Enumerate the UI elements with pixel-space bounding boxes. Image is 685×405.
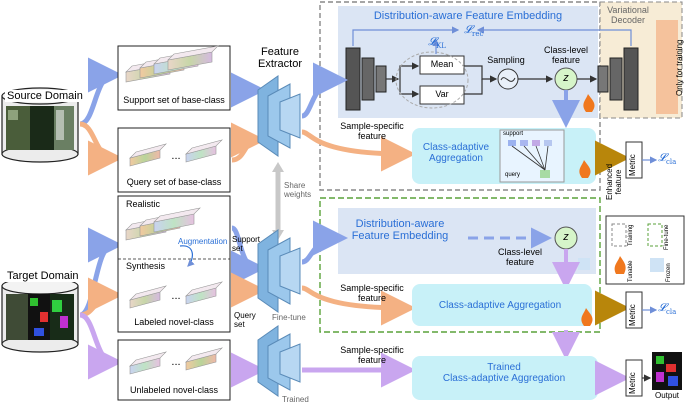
flame-icon <box>583 94 595 112</box>
feature-extractor-top <box>257 75 301 157</box>
realistic-label: Realistic <box>126 199 161 209</box>
var-box <box>419 85 465 105</box>
latent-ellipse <box>395 51 469 109</box>
labeled-novel-label: Labeled novel-class <box>134 317 214 327</box>
flame-icon-agg-mid <box>581 308 593 326</box>
fine-tune-label: Fine-tune <box>272 313 306 322</box>
synthesis-feature-prism <box>128 285 168 309</box>
class-level-feature-top: Class-level feature <box>543 45 589 65</box>
share-weights-arrow <box>272 162 284 240</box>
legend-tunable-label: Tunable <box>628 260 634 282</box>
legend-finetune-label: Fine-tune <box>664 224 670 250</box>
cls-agg-mid-label: Class-adaptive Aggregation <box>438 300 562 311</box>
flame-icon-agg-top <box>579 160 591 178</box>
unlabeled-novel-label: Unlabeled novel-class <box>129 385 219 395</box>
support-base-label: Support set of base-class <box>123 95 225 105</box>
metric-bottom-label: Metric <box>628 372 637 394</box>
aggregation-inset-graph <box>508 140 552 178</box>
mean-box <box>419 55 465 75</box>
feature-extractor-mid <box>257 229 301 313</box>
synthesis-feature-prism <box>184 281 224 305</box>
support-inset-label: support <box>503 131 524 137</box>
legend-frozen-label: Frozen <box>666 263 672 282</box>
fine-tune-frame <box>319 197 601 333</box>
frozen-icon-mid <box>578 258 590 270</box>
query-feature-prism <box>184 139 224 163</box>
source-domain-label: Source Domain <box>5 90 85 103</box>
loss-cla-top: 𝓛cla <box>658 151 677 167</box>
augmentation-label: Augmentation <box>178 237 228 246</box>
target-domain-label: Target Domain <box>5 270 81 283</box>
realistic-feature-prism <box>153 207 201 233</box>
query-set-label: Query set <box>234 311 256 329</box>
encoder-top <box>345 47 387 111</box>
legend-training-swatch <box>611 223 627 247</box>
legend-frozen-icon <box>650 258 664 272</box>
support-feature-prism <box>167 45 219 71</box>
ellipsis-labeled: ... <box>171 290 181 302</box>
sample-specific-top: Sample-specific feature <box>340 121 404 141</box>
query-feature-prism <box>128 143 168 167</box>
z-top-label: z <box>563 72 569 84</box>
legend-tunable-icon <box>614 256 626 274</box>
variational-decoder-label: Variational Decoder <box>607 5 649 25</box>
legend-training-label: Training <box>628 224 634 246</box>
only-for-training-label: Only for training <box>675 39 684 96</box>
sample-specific-bottom: Sample-specific feature <box>340 345 404 365</box>
enhanced-feature-label: Enhanced feature <box>605 163 623 200</box>
synthesis-label: Synthesis <box>126 261 166 271</box>
ellipsis-query: ... <box>171 150 181 162</box>
legend-finetune-swatch <box>647 223 663 247</box>
var-label: Var <box>435 89 449 99</box>
query-base-label: Query set of base-class <box>126 177 222 187</box>
trained-aggregation <box>412 356 598 400</box>
class-adaptive-aggregation-mid <box>412 284 592 326</box>
aggregation-inset <box>499 129 565 183</box>
feature-extractor-bottom <box>257 325 301 397</box>
unlabeled-feature-prism <box>184 347 224 371</box>
trained-label: Trained <box>282 395 309 404</box>
feature-extractor-label: Feature Extractor <box>257 46 303 71</box>
unlabeled-feature-prism <box>128 351 168 375</box>
only-for-training-band <box>656 20 678 114</box>
output-map <box>652 352 682 390</box>
trained-agg-label: Trained Class-adaptive Aggregation <box>442 362 566 384</box>
target-domain-database <box>1 277 79 353</box>
sampling-label: Sampling <box>487 55 525 65</box>
cls-agg-top-label: Class-adaptive Aggregation <box>422 142 490 164</box>
embedding-title-mid: Distribution-aware Feature Embedding <box>351 218 449 243</box>
embedding-panel-top <box>338 6 598 118</box>
metric-top-label: Metric <box>628 154 637 176</box>
loss-kl: 𝓛KL <box>428 35 446 51</box>
metric-mid-label: Metric <box>628 304 637 326</box>
output-label: Output <box>654 391 680 400</box>
ellipsis-unlabeled: ... <box>171 356 181 368</box>
sample-specific-mid: Sample-specific feature <box>340 283 404 303</box>
mean-label: Mean <box>430 59 454 69</box>
embedding-title-top: Distribution-aware Feature Embedding <box>373 10 563 22</box>
decoder-blocks <box>597 47 639 111</box>
class-level-feature-mid: Class-level feature <box>497 247 543 267</box>
loss-rec: 𝓛rec <box>464 23 484 39</box>
loss-cla-mid: 𝓛cla <box>658 301 677 317</box>
support-set-label: Support set <box>232 235 261 253</box>
share-weights-label: Share weights <box>284 181 312 199</box>
query-inset-label: query <box>505 172 521 178</box>
z-mid-label: z <box>563 231 569 243</box>
